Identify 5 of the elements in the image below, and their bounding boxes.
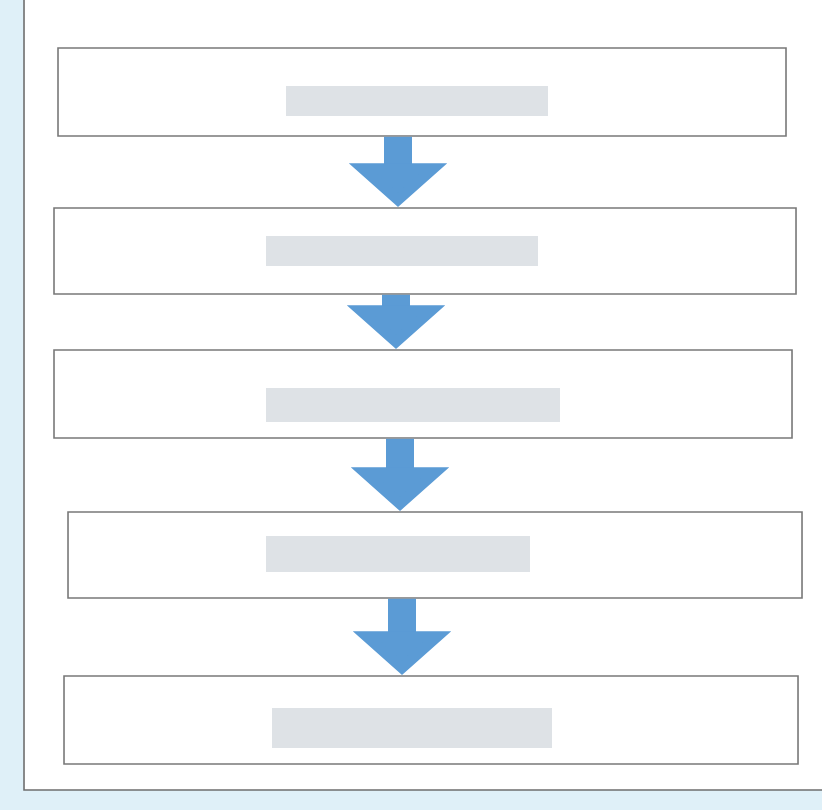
process-box [53, 207, 797, 295]
process-box [57, 47, 787, 137]
process-box [53, 349, 793, 439]
process-box [63, 675, 799, 765]
process-box [67, 511, 803, 599]
